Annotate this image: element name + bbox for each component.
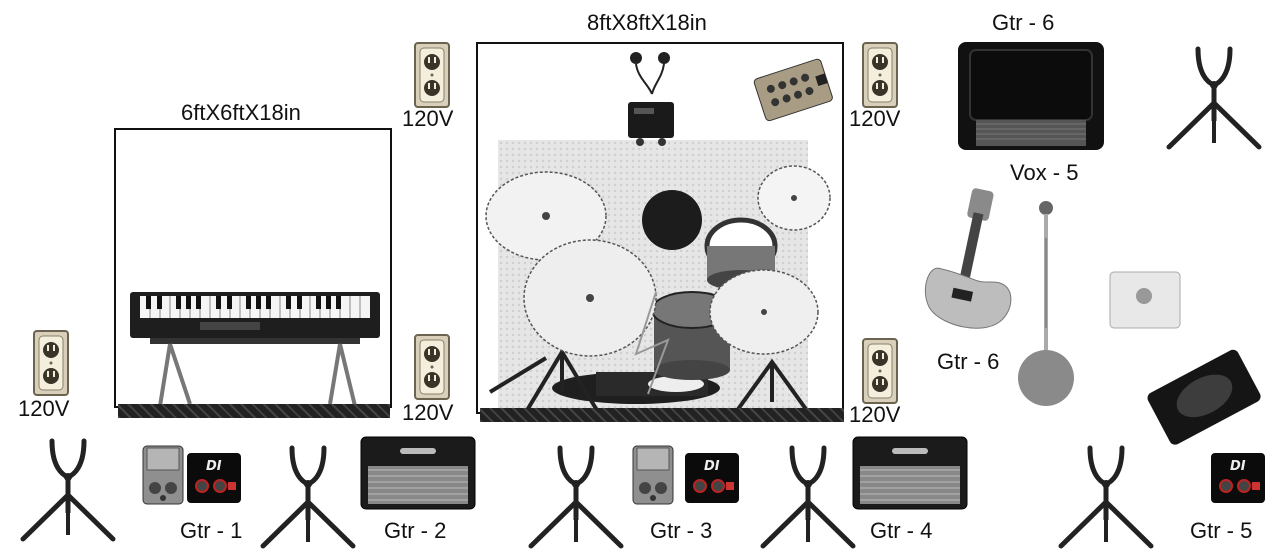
microphone-stand-icon [1018,201,1074,406]
station-label-vox5: Vox - 5 [1010,160,1079,185]
keyboard-icon [130,292,380,407]
guitar-amp-icon [360,436,476,510]
effects-pedal-icon [631,444,675,506]
small-riser-label: 6ftX6ftX18in [181,100,301,125]
effects-pedal-icon [141,444,185,506]
di-box-icon [186,452,242,504]
outlet-label: 120V [849,402,901,427]
outlet-icon [862,42,898,108]
guitar-stand-icon [1056,440,1156,550]
bass-guitar-icon [924,188,1012,329]
station-label-gtr6-mid: Gtr - 6 [937,349,1000,374]
guitar-stand-icon [758,440,858,550]
tablet-icon [1109,271,1181,329]
guitar-cabinet-icon [958,42,1104,150]
large-riser [476,42,844,414]
small-riser-base [118,404,390,418]
station-label-gtr3: Gtr - 3 [650,518,713,543]
outlet-label: 120V [849,106,901,131]
station-label-gtr5: Gtr - 5 [1190,518,1253,543]
di-box-icon [1210,452,1266,504]
drum-kit-icon [485,165,831,414]
outlet-label: 120V [402,400,454,425]
station-label-gtr6-top: Gtr - 6 [992,10,1055,35]
floor-monitor-icon [1147,349,1261,445]
guitar-stand-icon [1164,40,1264,152]
headphone-amp-icon [628,102,674,146]
station-label-gtr1: Gtr - 1 [180,518,243,543]
outlet-label: 120V [18,396,70,421]
station-label-gtr2: Gtr - 2 [384,518,447,543]
station-label-gtr4: Gtr - 4 [870,518,933,543]
outlet-icon [414,42,450,108]
small-riser [114,128,392,408]
large-riser-label: 8ftX8ftX18in [587,10,707,35]
guitar-stand-icon [258,440,358,550]
snake-box-icon [753,58,833,122]
outlet-icon [414,334,450,400]
guitar-amp-icon [852,436,968,510]
large-riser-base [480,408,844,422]
guitar-stand-icon [18,432,118,544]
outlet-icon [33,330,69,396]
outlet-icon [862,338,898,404]
outlet-label: 120V [402,106,454,131]
in-ear-monitor-icon [630,52,670,95]
guitar-stand-icon [526,440,626,550]
di-box-icon [684,452,740,504]
